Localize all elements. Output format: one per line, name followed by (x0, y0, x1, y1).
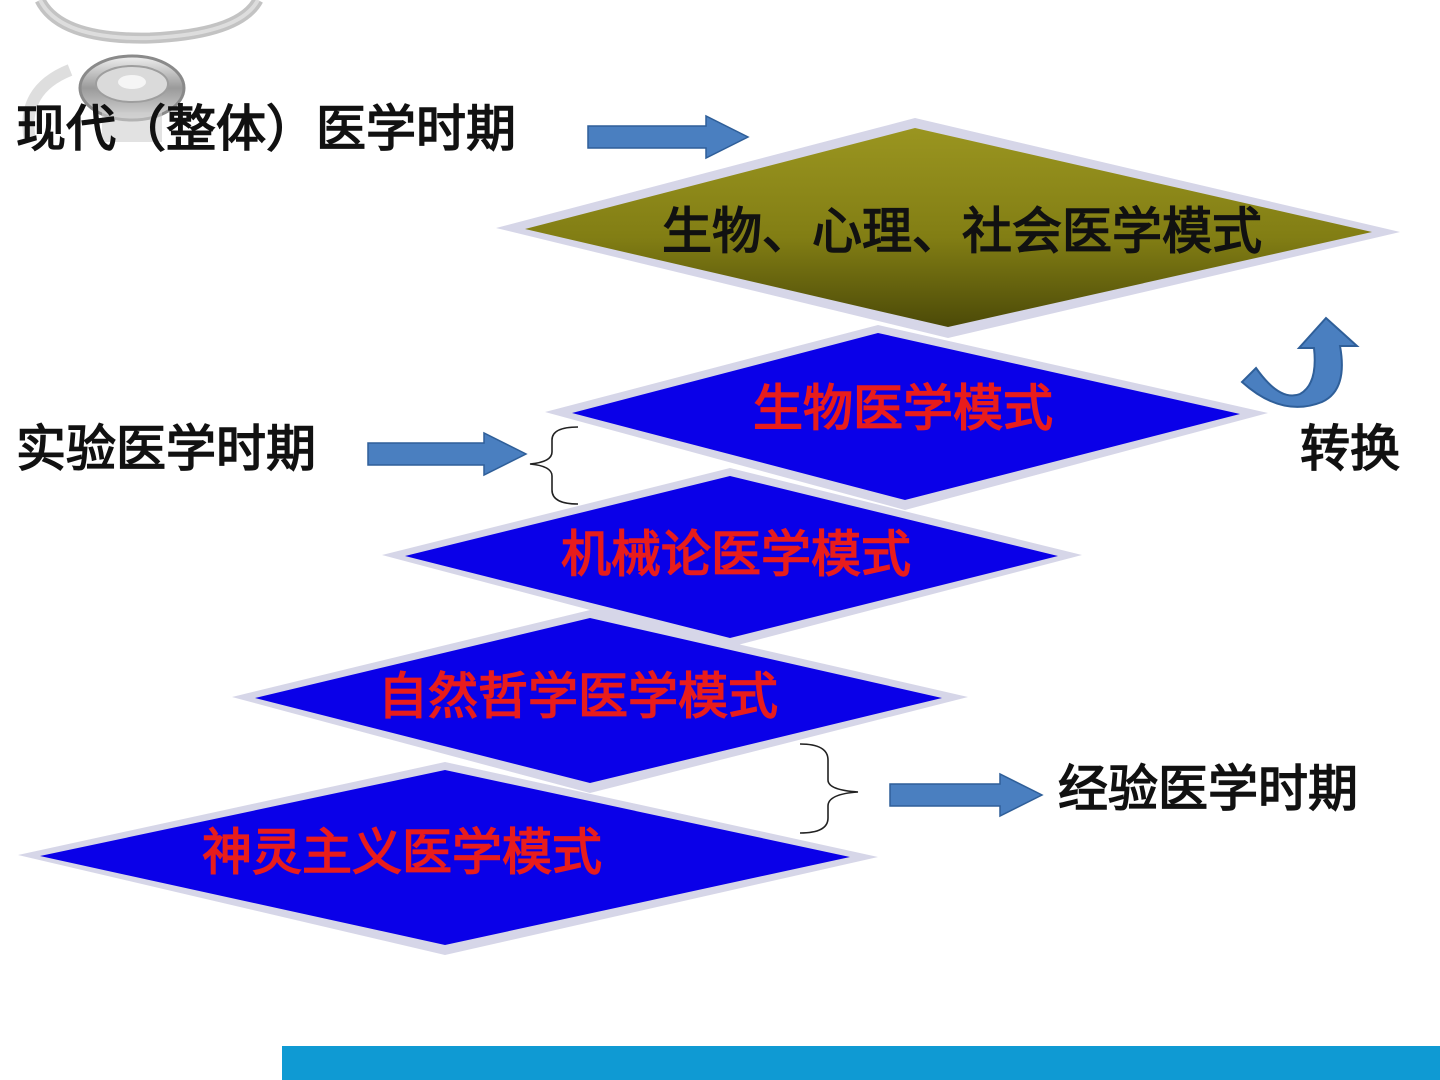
diamond-spiritualism (40, 770, 850, 945)
layer-biomedical: 生物医学模式 (545, 325, 1268, 510)
layer-bio-psycho-social: 生物、心理、社会医学模式 (496, 118, 1400, 338)
transition-label: 转换 (1300, 420, 1400, 478)
period-label-experimental: 实验医学时期 (16, 420, 316, 478)
brace-icon (529, 426, 579, 505)
period-label-modern: 现代（整体）医学时期 (16, 100, 516, 158)
stethoscope-icon (22, 0, 263, 142)
diamond-natural-philosophy (255, 618, 942, 783)
layer-label-spiritualism: 神灵主义医学模式 (202, 824, 602, 882)
brace-icon (799, 743, 859, 834)
period-label-empirical: 经验医学时期 (1058, 760, 1358, 818)
diamond-bio-psycho-social (525, 128, 1372, 327)
diamond-biomedical (572, 333, 1240, 500)
layer-natural-philosophy: 自然哲学医学模式 (232, 610, 968, 793)
footer-accent-bar (282, 1046, 1440, 1080)
layer-spiritualism: 神灵主义医学模式 (18, 762, 878, 955)
curved-arrow-icon (1240, 316, 1360, 408)
right-arrow-icon (587, 114, 750, 160)
layer-mechanistic: 机械论医学模式 (382, 468, 1082, 647)
layer-label-biomedical: 生物医学模式 (753, 380, 1053, 438)
layer-label-bio-psycho-social: 生物、心理、社会医学模式 (662, 203, 1262, 261)
layer-label-natural-philosophy: 自然哲学医学模式 (378, 668, 778, 726)
right-arrow-icon (889, 772, 1044, 818)
layer-label-mechanistic: 机械论医学模式 (561, 526, 911, 584)
diamond-mechanistic (405, 476, 1058, 638)
right-arrow-icon (367, 431, 528, 477)
